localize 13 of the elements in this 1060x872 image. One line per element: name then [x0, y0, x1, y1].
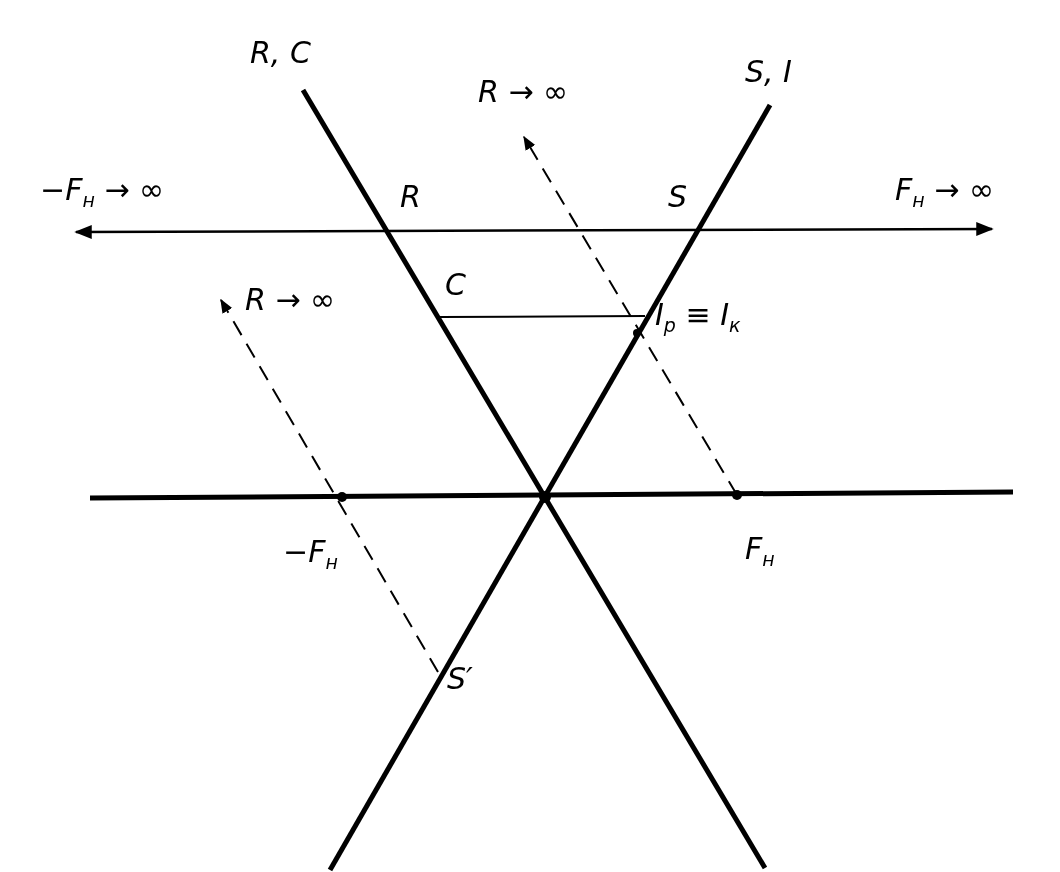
point-label: I$_{р}$ ≡ I$_{к}$	[655, 298, 741, 336]
point-label: S	[668, 180, 688, 213]
limit-label: R → ∞	[245, 283, 336, 316]
point-label: S′	[447, 662, 473, 695]
line-label: S, I	[745, 55, 792, 88]
point-label: F$_{н}$	[745, 532, 775, 570]
point-label: −F$_{н}$	[283, 535, 338, 573]
point-label: C	[445, 268, 466, 301]
limit-label: F$_{н}$ → ∞	[895, 173, 994, 211]
line-label: R, C	[250, 36, 311, 69]
point-label: R	[400, 180, 421, 213]
limit-label: −F$_{н}$ → ∞	[40, 173, 165, 211]
limit-label: R → ∞	[478, 75, 569, 108]
